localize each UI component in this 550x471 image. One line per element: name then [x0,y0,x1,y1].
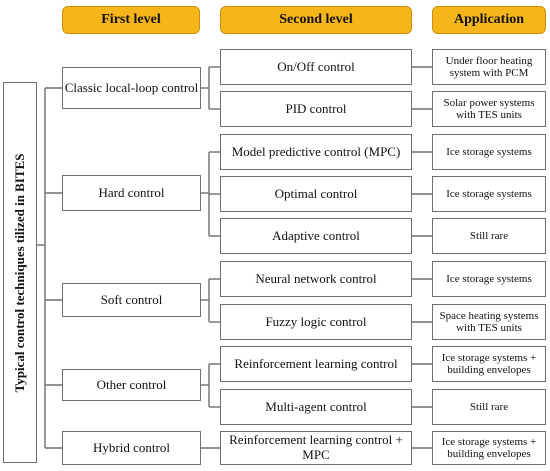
second-level-optimal: Optimal control [220,176,412,212]
application-ice-optimal: Ice storage systems [432,176,546,212]
header-application: Application [432,6,546,34]
header-second-level: Second level [220,6,412,34]
application-space-heating: Space heating systems with TES units [432,304,546,340]
application-underfloor: Under floor heating system with PCM [432,49,546,85]
application-ice-neural: Ice storage systems [432,261,546,297]
second-level-neural: Neural network control [220,261,412,297]
second-level-rl-mpc: Reinforcement learning control + MPC [220,431,412,465]
first-level-classic: Classic local-loop control [62,67,201,109]
first-level-soft: Soft control [62,283,201,317]
second-level-pid: PID control [220,91,412,127]
second-level-mpc: Model predictive control (MPC) [220,134,412,170]
first-level-hard: Hard control [62,175,201,211]
application-still-rare-multiagent: Still rare [432,389,546,425]
second-level-fuzzy: Fuzzy logic control [220,304,412,340]
application-solar: Solar power systems with TES units [432,91,546,127]
side-title-box: Typical control techniques tilized in BI… [3,82,37,463]
header-first-level: First level [62,6,200,34]
second-level-multiagent: Multi-agent control [220,389,412,425]
second-level-rl: Reinforcement learning control [220,346,412,382]
application-ice-envelopes-hybrid: Ice storage systems + building envelopes [432,431,546,465]
first-level-other: Other control [62,369,201,401]
application-ice-envelopes-rl: Ice storage systems + building envelopes [432,346,546,382]
second-level-adaptive: Adaptive control [220,218,412,254]
second-level-onoff: On/Off control [220,49,412,85]
side-title: Typical control techniques tilized in BI… [12,153,27,392]
first-level-hybrid: Hybrid control [62,431,201,465]
application-still-rare-adaptive: Still rare [432,218,546,254]
application-ice-mpc: Ice storage systems [432,134,546,170]
